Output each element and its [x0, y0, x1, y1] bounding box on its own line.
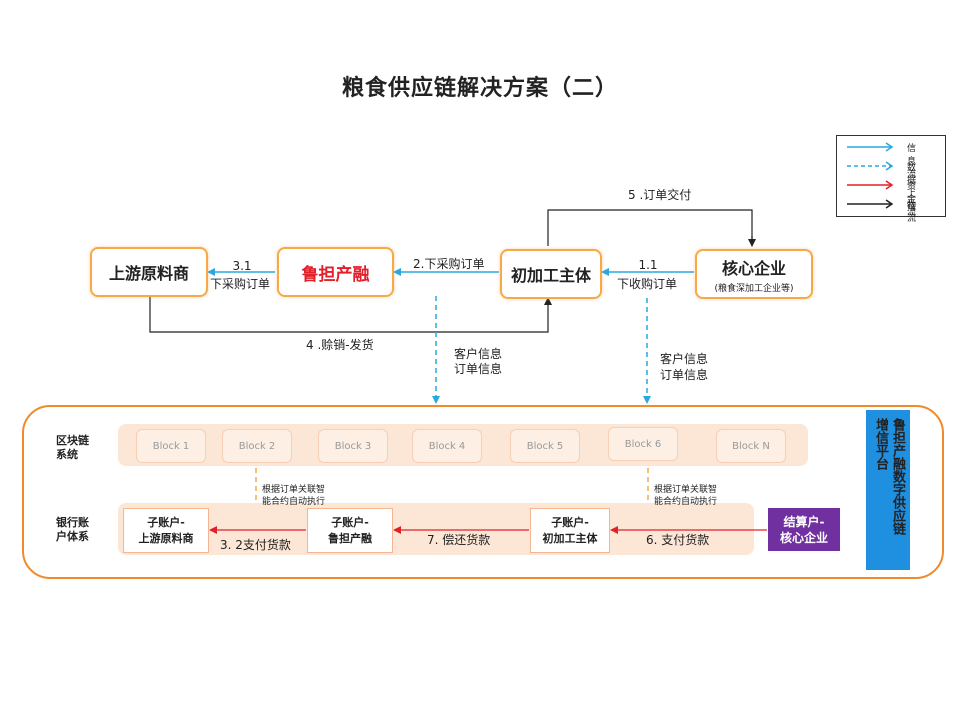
blockchain-label-2: 系统	[56, 448, 78, 461]
info-left-2: 订单信息	[454, 362, 503, 376]
flow-4-label: 4 .赊销-发货	[306, 338, 374, 352]
fund-6-label: 6. 支付货款	[646, 533, 710, 547]
account-ludan: 子账户- 鲁担产融	[307, 508, 393, 553]
legend-label: 数据上链	[907, 163, 917, 212]
node-label: 核心企业	[721, 258, 786, 278]
smart-contract-left-1: 根据订单关联智	[262, 485, 326, 495]
legend: 信息流 数据上链 资金流 物流	[836, 135, 946, 224]
block-4: Block 4	[412, 429, 482, 463]
side-title-col-1: 鲁担产融数字供应链	[890, 418, 905, 535]
account-line-2: 鲁担产融	[328, 531, 372, 545]
info-right-1: 客户信息	[660, 352, 709, 366]
info-left-1: 客户信息	[454, 347, 503, 361]
smart-contract-left-2: 能合约自动执行	[262, 497, 326, 507]
bank-label-1: 银行账	[56, 516, 89, 529]
block-6: Block 6	[608, 427, 678, 461]
node-label: 上游原料商	[108, 264, 189, 283]
legend-label: 物流	[907, 201, 917, 224]
arrow-credit-shipment	[149, 297, 552, 333]
fund-7-label: 7. 偿还货款	[427, 533, 491, 547]
platform-container	[22, 405, 944, 579]
smart-contract-right-1: 根据订单关联智	[654, 485, 718, 495]
node-processor: 初加工主体	[500, 249, 602, 299]
account-line-2: 初加工主体	[542, 531, 598, 545]
node-label: 初加工主体	[510, 266, 591, 285]
account-upstream: 子账户- 上游原料商	[123, 508, 209, 553]
side-title-col-2: 增信平台	[873, 418, 888, 470]
node-sublabel: (粮食深加工企业等)	[714, 283, 794, 294]
page-title: 粮食供应链解决方案（二）	[341, 75, 618, 101]
block-1: Block 1	[136, 429, 206, 463]
account-line-2: 上游原料商	[138, 531, 194, 545]
solid-red-arrow-icon	[847, 180, 894, 190]
block-5: Block 5	[510, 429, 580, 463]
fund-3-2-label: 3. 2支付货款	[220, 538, 291, 552]
account-settlement-core: 结算户- 核心企业	[768, 508, 840, 551]
solid-black-arrow-icon	[847, 199, 894, 209]
settle-line-1: 结算户-	[783, 514, 825, 529]
info-right-2: 订单信息	[660, 368, 709, 382]
block-3: Block 3	[318, 429, 388, 463]
solid-blue-arrow-icon	[847, 142, 894, 152]
account-line-1: 子账户-	[331, 515, 369, 529]
node-ludan: 鲁担产融	[277, 247, 394, 297]
flow-1-1-label: 下收购订单	[617, 277, 678, 291]
legend-label: 资金流	[907, 182, 917, 218]
block-2: Block 2	[222, 429, 292, 463]
account-line-1: 子账户-	[551, 515, 589, 529]
node-core-enterprise: 核心企业 (粮食深加工企业等)	[695, 249, 813, 299]
dashed-blue-arrow-icon	[847, 161, 894, 171]
smart-contract-right-2: 能合约自动执行	[654, 497, 718, 507]
node-label: 鲁担产融	[301, 264, 370, 285]
bank-label-2: 户体系	[56, 530, 89, 543]
account-line-1: 子账户-	[147, 515, 185, 529]
flow-3-1-number: 3.1	[232, 259, 252, 273]
platform-side-title: 鲁担产融数字供应链 增信平台	[866, 410, 910, 570]
node-upstream-supplier: 上游原料商	[90, 247, 208, 297]
flow-2-label: 2.下采购订单	[413, 257, 485, 271]
block-n: Block N	[716, 429, 786, 463]
legend-label: 信息流	[907, 144, 917, 180]
bank-band	[118, 503, 754, 555]
blockchain-label-1: 区块链	[56, 434, 89, 447]
arrow-order-delivery	[547, 209, 753, 246]
account-processor: 子账户- 初加工主体	[530, 508, 610, 553]
flow-1-1-number: 1.1	[638, 258, 658, 272]
flow-5-label: 5 .订单交付	[628, 188, 692, 202]
flow-3-1-label: 下采购订单	[210, 277, 271, 291]
settle-line-2: 核心企业	[779, 530, 828, 545]
